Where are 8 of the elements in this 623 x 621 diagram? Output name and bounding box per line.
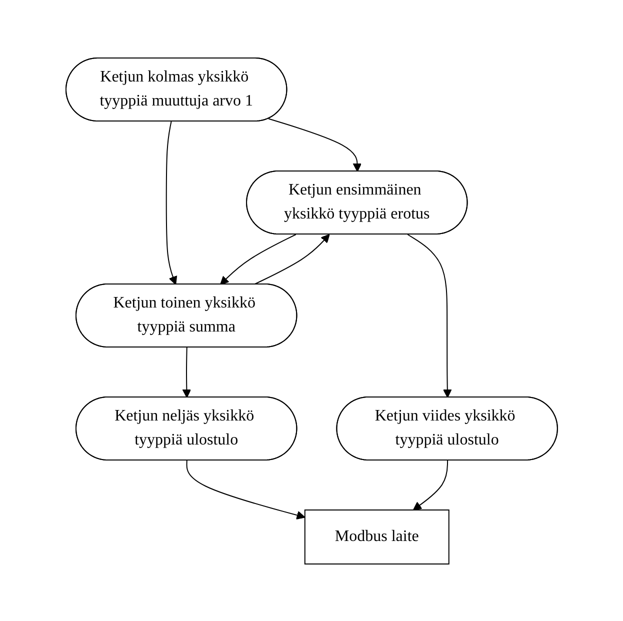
node-box: Modbus laite <box>304 508 450 564</box>
arrow <box>186 460 306 519</box>
arrow <box>406 234 452 398</box>
arrow <box>166 120 177 284</box>
arrow <box>412 460 448 510</box>
arrow <box>182 346 191 398</box>
arrow <box>268 118 362 172</box>
arrow <box>220 234 296 284</box>
